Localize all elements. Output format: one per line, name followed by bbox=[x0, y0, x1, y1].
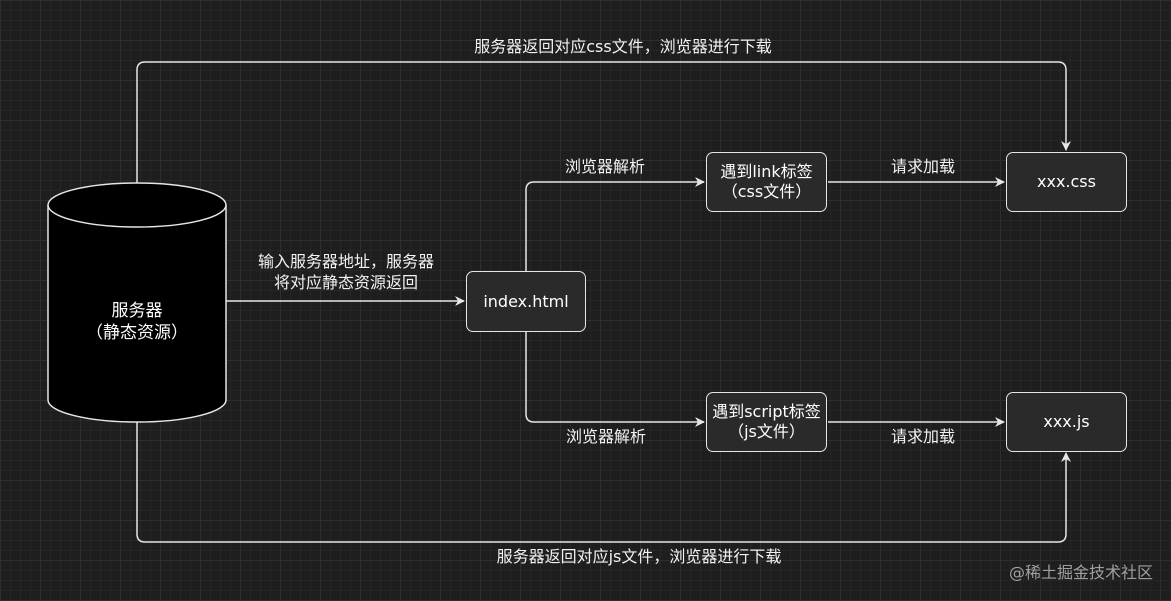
css-file-label: xxx.css bbox=[1037, 172, 1096, 191]
server-node-title: 服务器 bbox=[111, 301, 163, 321]
watermark: @稀土掘金技术社区 bbox=[1008, 563, 1153, 582]
script-tag-subtitle: （js文件） bbox=[728, 422, 805, 441]
edge-top-return bbox=[136, 61, 1071, 183]
edge-label-parse-top: 浏览器解析 bbox=[564, 157, 646, 176]
script-tag-node: 遇到script标签 （js文件） bbox=[706, 392, 827, 452]
edge-label-load-css: 请求加载 bbox=[890, 157, 956, 176]
server-node-subtitle: （静态资源） bbox=[86, 323, 188, 343]
link-tag-subtitle: （css文件） bbox=[721, 182, 812, 201]
server-node-label: 服务器 （静态资源） bbox=[48, 300, 226, 344]
edge-label-request-line2: 将对应静态资源返回 bbox=[273, 273, 419, 292]
index-html-label: index.html bbox=[483, 291, 569, 311]
edge-label-bottom-return: 服务器返回对应js文件，浏览器进行下载 bbox=[496, 547, 782, 566]
edge-label-load-js: 请求加载 bbox=[890, 427, 956, 446]
edge-index-script bbox=[525, 331, 705, 427]
script-tag-title: 遇到script标签 bbox=[712, 402, 821, 421]
edge-label-request-line1: 输入服务器地址，服务器 bbox=[257, 252, 435, 271]
link-tag-title: 遇到link标签 bbox=[720, 162, 813, 181]
edge-index-link bbox=[525, 177, 705, 271]
edge-bottom-return bbox=[136, 422, 1071, 543]
js-file-node: xxx.js bbox=[1006, 392, 1127, 452]
link-tag-node: 遇到link标签 （css文件） bbox=[706, 152, 827, 212]
js-file-label: xxx.js bbox=[1043, 412, 1090, 431]
edge-label-parse-bottom: 浏览器解析 bbox=[565, 427, 647, 446]
edge-label-top-return: 服务器返回对应css文件，浏览器进行下载 bbox=[474, 37, 772, 56]
index-html-node: index.html bbox=[466, 271, 586, 332]
css-file-node: xxx.css bbox=[1006, 152, 1127, 212]
